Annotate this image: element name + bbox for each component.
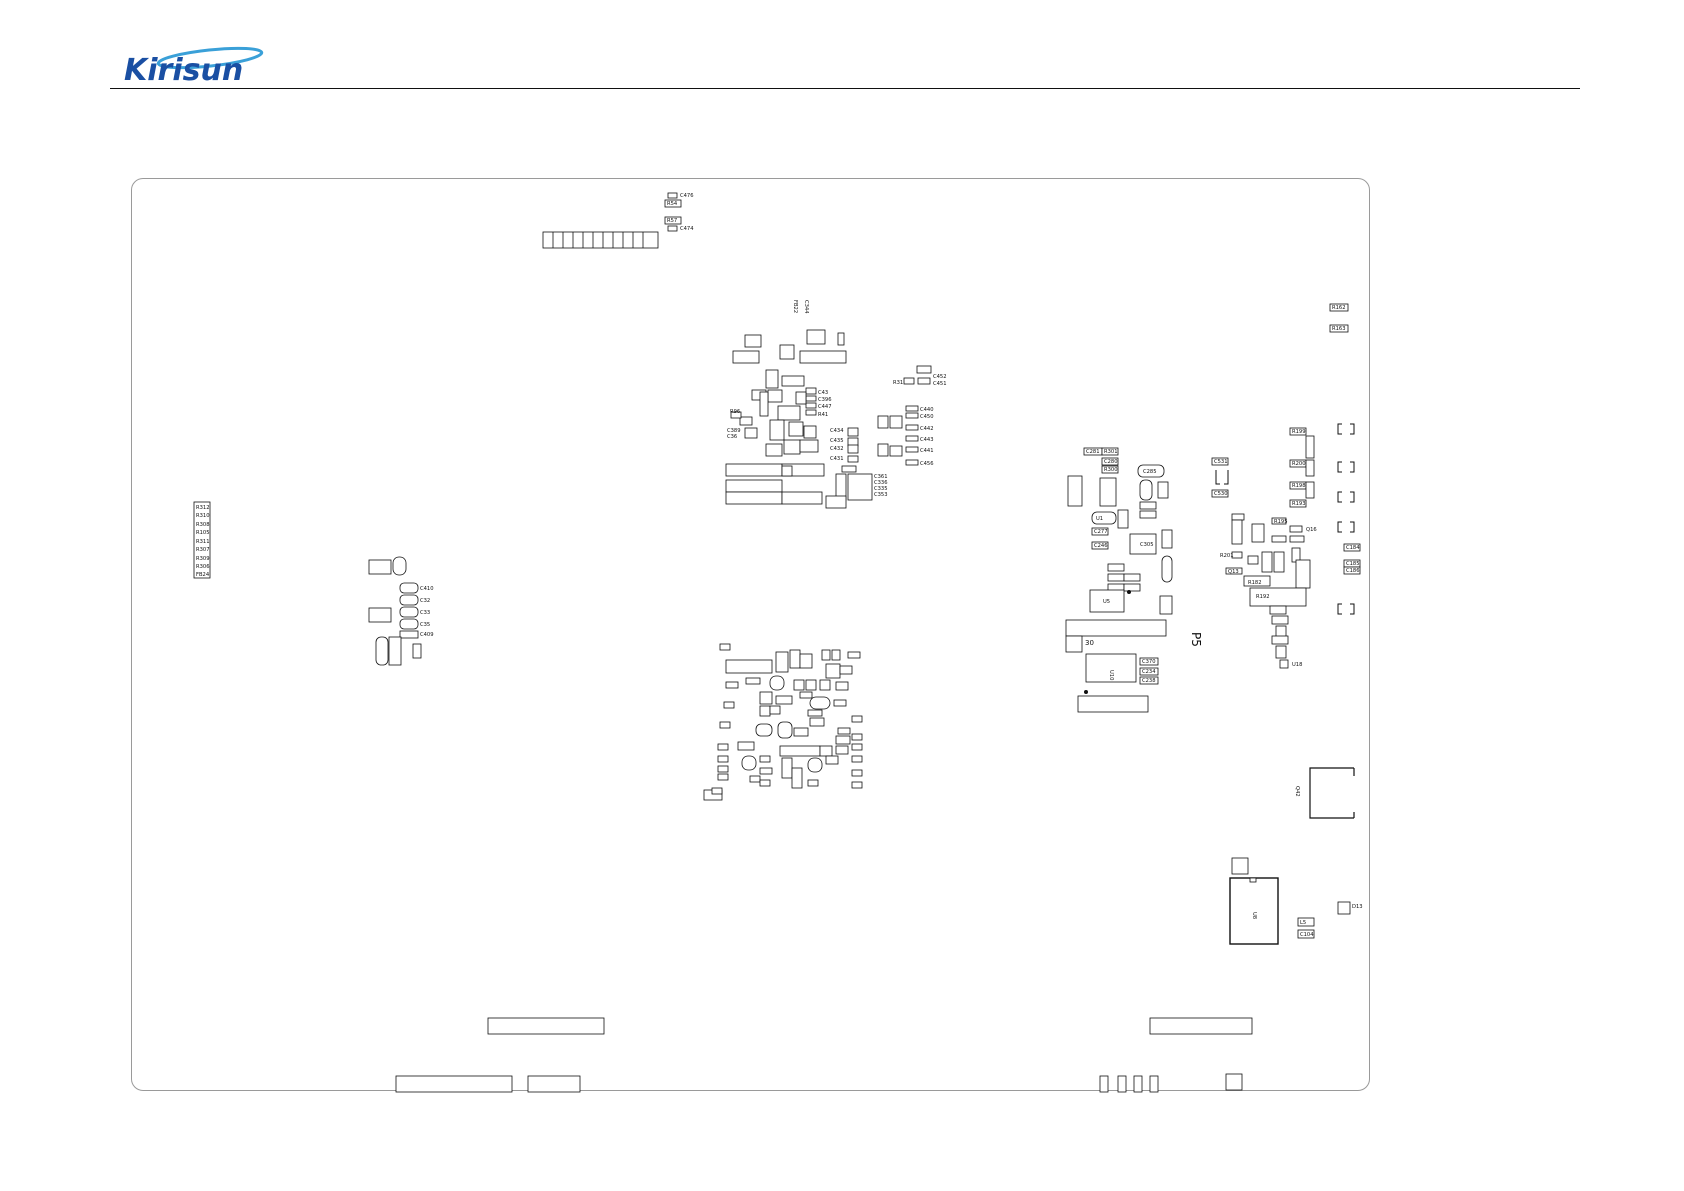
svg-text:C186: C186: [1346, 568, 1360, 574]
svg-text:R105: R105: [196, 530, 210, 536]
svg-text:Q16: Q16: [1306, 527, 1317, 533]
svg-text:C389: C389: [727, 428, 741, 434]
logo-wordmark: Kirisun: [124, 53, 243, 86]
svg-text:C474: C474: [680, 226, 694, 232]
logo-swoosh: [156, 46, 264, 70]
svg-text:C184: C184: [1346, 545, 1360, 551]
svg-text:Q13: Q13: [1228, 569, 1239, 575]
svg-text:R310: R310: [196, 513, 210, 519]
svg-text:C410: C410: [420, 586, 434, 592]
svg-text:C281: C281: [1086, 449, 1100, 455]
svg-text:R301: R301: [1104, 449, 1118, 455]
svg-text:C305: C305: [1140, 542, 1154, 548]
svg-text:C33: C33: [420, 610, 430, 616]
svg-text:C435: C435: [830, 438, 844, 444]
page-label: P5: [1189, 632, 1203, 647]
svg-text:C476: C476: [680, 193, 694, 199]
svg-text:R41: R41: [818, 412, 828, 418]
left-capacitor-group: C410 C32 C33 C35 C409: [368, 556, 434, 666]
svg-text:R306: R306: [196, 564, 210, 570]
kirisun-logo: Kirisun: [124, 46, 264, 86]
bottom-resistor-rows: [395, 1017, 1253, 1093]
svg-text:C36: C36: [727, 434, 737, 440]
svg-text:C441: C441: [920, 448, 934, 454]
svg-text:C451: C451: [933, 381, 947, 387]
header-rule: [110, 88, 1580, 89]
svg-text:C447: C447: [818, 404, 832, 410]
svg-text:R163: R163: [1332, 326, 1346, 332]
svg-text:R192: R192: [1256, 594, 1270, 600]
svg-text:C246: C246: [1094, 543, 1108, 549]
svg-text:FB22: FB22: [792, 300, 798, 313]
pcb-board-outline: [131, 178, 1370, 1091]
svg-text:C409: C409: [420, 632, 434, 638]
top-resistor-row: [542, 231, 659, 249]
svg-text:C353: C353: [874, 492, 888, 498]
svg-text:R199: R199: [1292, 429, 1306, 435]
svg-text:C432: C432: [830, 446, 844, 452]
svg-text:C234: C234: [1142, 669, 1156, 675]
svg-text:C443: C443: [920, 437, 934, 443]
svg-text:C43: C43: [818, 390, 828, 396]
svg-text:R31: R31: [893, 380, 903, 386]
svg-text:C344: C344: [803, 300, 809, 314]
svg-text:C336: C336: [874, 480, 888, 486]
svg-text:C370: C370: [1142, 659, 1156, 665]
svg-text:C450: C450: [920, 414, 934, 420]
svg-text:R54: R54: [667, 201, 678, 207]
svg-text:R96: R96: [730, 409, 740, 415]
svg-text:C440: C440: [920, 407, 934, 413]
svg-text:C530: C530: [1214, 491, 1228, 497]
svg-text:U5: U5: [1103, 599, 1110, 605]
lower-mid-component-block: [703, 643, 863, 801]
svg-text:C35: C35: [420, 622, 430, 628]
svg-text:L5: L5: [1300, 920, 1306, 926]
svg-text:C452: C452: [933, 374, 947, 380]
svg-text:R312: R312: [196, 505, 210, 511]
svg-text:R201: R201: [1220, 553, 1234, 559]
svg-text:C434: C434: [830, 428, 844, 434]
svg-text:C104: C104: [1300, 932, 1314, 938]
svg-text:Q42: Q42: [1294, 786, 1300, 797]
svg-text:R309: R309: [196, 556, 210, 562]
svg-text:C277: C277: [1094, 529, 1108, 535]
svg-text:R308: R308: [196, 522, 210, 528]
svg-text:C185: C185: [1346, 561, 1360, 567]
svg-text:C238: C238: [1142, 678, 1156, 684]
svg-text:D13: D13: [1352, 904, 1363, 910]
svg-text:C285: C285: [1143, 469, 1157, 475]
svg-text:FB24: FB24: [196, 572, 210, 578]
svg-text:U18: U18: [1292, 662, 1302, 668]
svg-text:C396: C396: [818, 397, 832, 403]
svg-text:R162: R162: [1332, 305, 1346, 311]
svg-text:R311: R311: [196, 539, 210, 545]
left-resistor-column: R312 R310 R308 R105 R311 R307 R309 R306 …: [193, 501, 211, 579]
svg-text:C456: C456: [920, 461, 934, 467]
svg-text:U8: U8: [1251, 912, 1257, 919]
svg-text:C442: C442: [920, 426, 934, 432]
svg-text:R198: R198: [1292, 483, 1306, 489]
right-edge-components: R162 R163 C184 C185 C186 Q42 U8 L5 C104 …: [1229, 303, 1363, 945]
svg-text:R300: R300: [1104, 467, 1118, 473]
top-small-cluster: C476 R54 R57 C474: [664, 192, 694, 232]
right-component-cluster: C531 C530 R199 R200 R198 R193 R195 Q16 R…: [1211, 427, 1317, 669]
svg-text:C280: C280: [1104, 459, 1118, 465]
svg-text:R307: R307: [196, 547, 210, 553]
upper-mid-component-block: C344 FB22 C452 C451 R31 C43 C396 C447 R4…: [725, 300, 947, 509]
svg-text:U1: U1: [1096, 516, 1103, 522]
svg-text:C361: C361: [874, 474, 888, 480]
svg-text:R195: R195: [1274, 519, 1288, 525]
svg-text:C431: C431: [830, 456, 844, 462]
svg-text:R200: R200: [1292, 461, 1306, 467]
svg-text:R193: R193: [1292, 501, 1306, 507]
svg-text:R182: R182: [1248, 580, 1262, 586]
svg-text:C531: C531: [1214, 459, 1228, 465]
svg-text:R57: R57: [667, 218, 677, 224]
svg-text:U10: U10: [1108, 670, 1114, 680]
svg-text:C32: C32: [420, 598, 430, 604]
right-mid-component-block: C281 R301 C280 R300 C285 U1 C277 C246 C3…: [1065, 447, 1173, 713]
svg-text:C335: C335: [874, 486, 888, 492]
pin-label: 30: [1085, 639, 1094, 647]
